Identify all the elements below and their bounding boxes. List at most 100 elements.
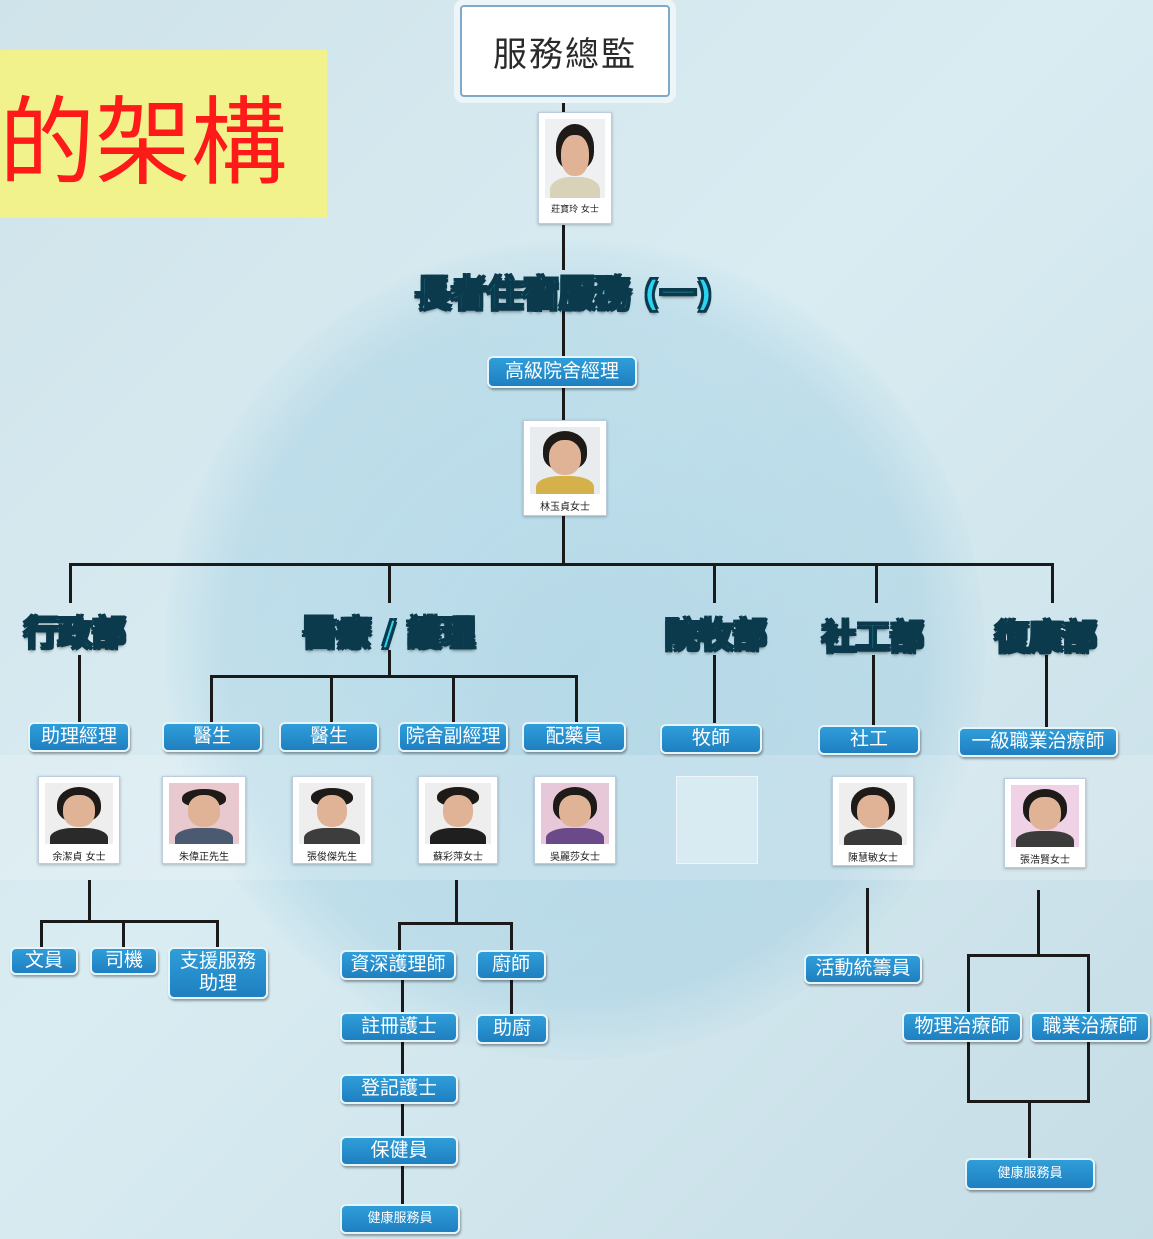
role-kitchen-helper: 助廚	[476, 1014, 548, 1044]
connector	[1028, 1100, 1031, 1158]
portrait	[425, 783, 491, 844]
photo-doctor-1: 朱偉正先生	[162, 776, 246, 864]
role-enrolled-nurse: 登記護士	[340, 1074, 458, 1104]
connector	[510, 978, 513, 1014]
portrait	[169, 783, 239, 844]
senior-manager-name: 林玉貞女士	[540, 501, 590, 513]
role-assistant-manager: 助理經理	[28, 722, 130, 752]
name-occupational-therapist-1: 張浩賢女士	[1020, 855, 1070, 867]
dept-social: 社工部	[821, 617, 925, 659]
senior-manager-label: 高級院舍經理	[487, 356, 637, 388]
name-deputy-manager: 蘇彩萍女士	[433, 851, 483, 863]
photo-doctor-2: 張俊傑先生	[292, 776, 372, 864]
role-clerk: 文員	[10, 947, 78, 975]
banner-text: 的架構	[0, 86, 287, 199]
name-assistant-manager: 余潔貞 女士	[52, 851, 106, 863]
connector	[452, 675, 455, 723]
connector	[1087, 954, 1090, 1014]
connector	[510, 922, 513, 952]
connector	[1045, 655, 1048, 727]
name-doctor-1: 朱偉正先生	[179, 851, 229, 863]
title-banner: 的架構	[0, 50, 327, 218]
role-social-worker: 社工	[818, 725, 920, 755]
dept-medical: 醫療 / 護理	[302, 613, 476, 655]
connector	[401, 1040, 404, 1076]
photo-social-worker: 陳慧敏女士	[832, 776, 914, 866]
director-title: 服務總監	[493, 34, 637, 75]
connector	[967, 954, 1090, 957]
connector	[401, 978, 404, 1014]
connector	[40, 920, 218, 923]
role-occupational-therapist-1: 一級職業治療師	[958, 727, 1118, 757]
connector	[388, 563, 391, 603]
name-doctor-2: 張俊傑先生	[307, 851, 357, 863]
photo-pastor-vacant	[676, 776, 758, 864]
connector	[967, 954, 970, 1014]
connector	[88, 880, 91, 922]
name-dispenser: 吳麗莎女士	[550, 851, 600, 863]
photo-occupational-therapist-1: 張浩賢女士	[1004, 778, 1086, 868]
dept-admin: 行政部	[23, 613, 127, 655]
role-deputy-manager: 院舍副經理	[398, 722, 508, 752]
connector	[562, 515, 565, 565]
connector	[866, 888, 869, 954]
connector	[1037, 890, 1040, 956]
portrait	[299, 783, 365, 844]
connector	[401, 1102, 404, 1138]
portrait	[545, 119, 605, 199]
connector	[330, 675, 333, 723]
connector-dept-bar	[69, 563, 1054, 566]
portrait	[541, 783, 609, 844]
role-health-worker: 保健員	[340, 1136, 458, 1166]
role-senior-nurse: 資深護理師	[340, 950, 456, 980]
connector	[69, 563, 72, 603]
connector	[1087, 1040, 1090, 1102]
director-name: 莊寶玲 女士	[551, 205, 599, 216]
role-health-service-worker: 健康服務員	[340, 1204, 460, 1234]
portrait	[530, 427, 600, 494]
connector	[1051, 563, 1054, 603]
role-cook: 廚師	[476, 950, 546, 980]
photo-assistant-manager: 余潔貞 女士	[38, 776, 120, 864]
connector	[398, 922, 513, 925]
name-social-worker: 陳慧敏女士	[848, 853, 898, 865]
role-rehab-health-service-worker: 健康服務員	[965, 1158, 1095, 1190]
connector	[575, 675, 578, 723]
senior-manager-photo: 林玉貞女士	[523, 420, 607, 516]
connector	[967, 1040, 970, 1102]
connector	[875, 563, 878, 603]
connector	[78, 655, 81, 723]
dept-chaplain: 院牧部	[664, 615, 768, 657]
role-activity-coordinator: 活動統籌員	[804, 954, 922, 984]
connector	[122, 920, 125, 948]
role-occupational-therapist: 職業治療師	[1030, 1012, 1150, 1042]
connector	[398, 922, 401, 952]
connector-medical-bar	[210, 675, 578, 678]
role-dispenser: 配藥員	[522, 722, 626, 752]
connector	[713, 563, 716, 603]
photo-dispenser: 吳麗莎女士	[534, 776, 616, 864]
role-doctor-2: 醫生	[279, 722, 379, 752]
connector	[562, 225, 565, 270]
portrait	[839, 783, 907, 846]
role-doctor-1: 醫生	[162, 722, 262, 752]
connector	[40, 920, 43, 948]
connector	[401, 1164, 404, 1204]
connector	[713, 655, 716, 723]
connector	[872, 655, 875, 725]
connector	[388, 650, 391, 678]
connector	[562, 388, 565, 422]
role-support-assistant: 支援服務助理	[168, 947, 268, 999]
connector	[562, 93, 565, 115]
portrait	[45, 783, 113, 844]
photo-deputy-manager: 蘇彩萍女士	[418, 776, 498, 864]
connector	[210, 675, 213, 723]
connector	[216, 920, 219, 948]
role-physiotherapist: 物理治療師	[902, 1012, 1022, 1042]
role-registered-nurse: 註冊護士	[340, 1012, 458, 1042]
unit-title: 長者住宿服務 (一)	[414, 273, 713, 316]
connector	[455, 880, 458, 924]
portrait	[1011, 785, 1079, 848]
dept-rehab: 復康部	[994, 617, 1098, 659]
role-driver: 司機	[90, 947, 158, 975]
